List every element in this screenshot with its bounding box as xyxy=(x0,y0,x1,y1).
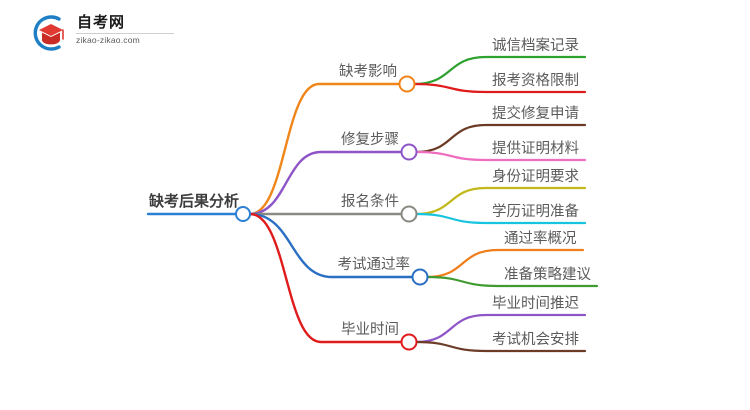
leaf-edge-2-1 xyxy=(414,212,587,225)
branch-label-0[interactable]: 缺考影响 xyxy=(339,64,397,80)
logo-subtitle: zikao-zikao.com xyxy=(76,35,140,45)
branch-edge-1 xyxy=(248,150,404,216)
branch-edge-3 xyxy=(248,212,415,279)
branch-label-1[interactable]: 修复步骤 xyxy=(341,132,399,148)
leaf-edge-0-1 xyxy=(412,82,587,94)
leaf-edge-1-1 xyxy=(414,150,587,162)
leaf-label-3-1[interactable]: 准备策略建议 xyxy=(504,267,591,283)
branch-node-4[interactable] xyxy=(400,333,418,351)
branch-edge-0 xyxy=(248,82,402,216)
branch-label-2[interactable]: 报名条件 xyxy=(341,194,399,210)
leaf-label-4-0[interactable]: 毕业时间推迟 xyxy=(492,296,579,312)
logo-mark-icon xyxy=(33,15,64,51)
branch-node-1[interactable] xyxy=(400,143,418,161)
leaf-label-4-1[interactable]: 考试机会安排 xyxy=(492,332,579,348)
leaf-edge-4-0 xyxy=(414,313,587,344)
root-node-label[interactable]: 缺考后果分析 xyxy=(148,193,239,210)
logo-title: 自考网 xyxy=(77,14,126,31)
branch-label-3[interactable]: 考试通过率 xyxy=(337,257,411,273)
branch-node-2[interactable] xyxy=(400,205,418,223)
root-node[interactable] xyxy=(235,206,251,222)
leaf-edge-0-0 xyxy=(412,55,587,86)
logo-divider xyxy=(76,33,174,34)
leaf-label-2-1[interactable]: 学历证明准备 xyxy=(492,204,579,220)
site-logo: 自考网 zikao-zikao.com xyxy=(28,12,178,54)
leaf-label-2-0[interactable]: 身份证明要求 xyxy=(492,169,579,185)
branch-edge-4 xyxy=(248,212,404,344)
leaf-label-1-1[interactable]: 提供证明材料 xyxy=(492,141,579,157)
branch-node-3[interactable] xyxy=(411,268,429,286)
leaf-edge-3-0 xyxy=(425,248,585,279)
logo-text: 自考网 zikao-zikao.com xyxy=(76,14,176,46)
leaf-edge-1-0 xyxy=(414,123,587,154)
leaf-label-0-0[interactable]: 诚信档案记录 xyxy=(492,38,579,54)
branch-node-0[interactable] xyxy=(398,75,416,93)
leaf-label-3-0[interactable]: 通过率概况 xyxy=(504,231,577,247)
leaf-edge-4-1 xyxy=(414,340,587,353)
leaf-label-1-0[interactable]: 提交修复申请 xyxy=(492,106,579,122)
leaf-label-0-1[interactable]: 报考资格限制 xyxy=(492,73,579,89)
leaf-edge-2-0 xyxy=(414,186,587,216)
leaf-edge-3-1 xyxy=(425,275,599,288)
branch-label-4[interactable]: 毕业时间 xyxy=(341,322,399,338)
